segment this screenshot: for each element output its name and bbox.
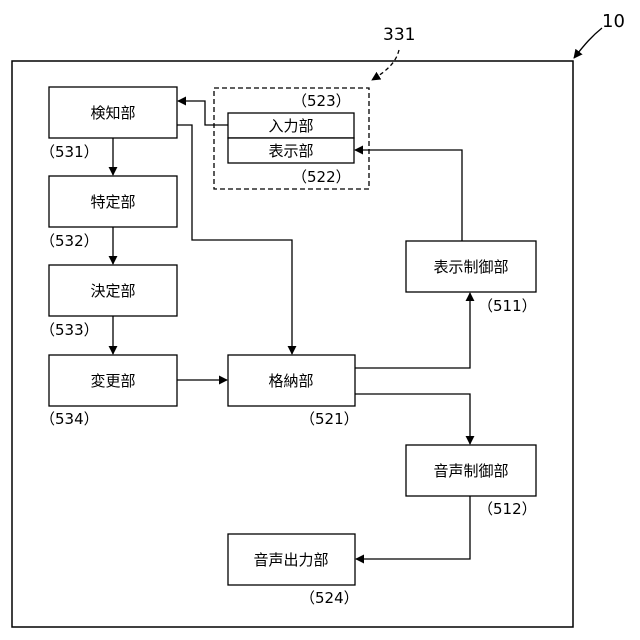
change-ref: （534）	[40, 410, 99, 428]
audio-control-ref: （512）	[478, 500, 537, 518]
audio-output-block: 音声出力部	[228, 534, 355, 585]
storage-block: 格納部	[228, 355, 355, 406]
display-label: 表示部	[268, 142, 313, 160]
arrow-display-control-to-display	[355, 150, 462, 241]
display-control-block: 表示制御部	[406, 241, 536, 292]
storage-ref: （521）	[300, 410, 359, 428]
identification-block: 特定部	[49, 176, 177, 227]
arrow-storage-to-audio-control	[355, 394, 470, 444]
identification-label: 特定部	[90, 193, 135, 211]
audio-control-label: 音声制御部	[433, 462, 508, 480]
detection-block: 検知部	[49, 87, 177, 138]
pointer-ref-label: 331	[383, 25, 415, 45]
display-control-label: 表示制御部	[433, 258, 508, 276]
device-ref-pointer	[574, 28, 602, 58]
determination-ref: （533）	[40, 321, 99, 339]
audio-output-ref: （524）	[300, 589, 359, 607]
arrow-audio-control-to-audio-output	[356, 496, 470, 559]
storage-label: 格納部	[268, 372, 313, 390]
audio-output-label: 音声出力部	[253, 551, 328, 569]
determination-label: 決定部	[90, 282, 135, 300]
input-ref: （523）	[292, 92, 351, 110]
arrow-storage-to-display-control	[355, 293, 470, 368]
change-label: 変更部	[90, 372, 135, 390]
input-block: 入力部	[228, 113, 354, 138]
detection-ref: （531）	[40, 143, 99, 161]
detection-label: 検知部	[90, 104, 135, 122]
audio-control-block: 音声制御部	[406, 445, 536, 496]
display-ref: （522）	[292, 168, 351, 186]
change-block: 変更部	[49, 355, 177, 406]
display-control-ref: （511）	[478, 297, 537, 315]
display-block: 表示部	[228, 138, 354, 163]
identification-ref: （532）	[40, 232, 99, 250]
pointer-ref-arrow	[372, 50, 399, 80]
determination-block: 決定部	[49, 265, 177, 316]
arrow-input-to-detection	[178, 101, 228, 125]
device-ref-label: 10	[602, 11, 625, 32]
input-label: 入力部	[268, 117, 313, 135]
